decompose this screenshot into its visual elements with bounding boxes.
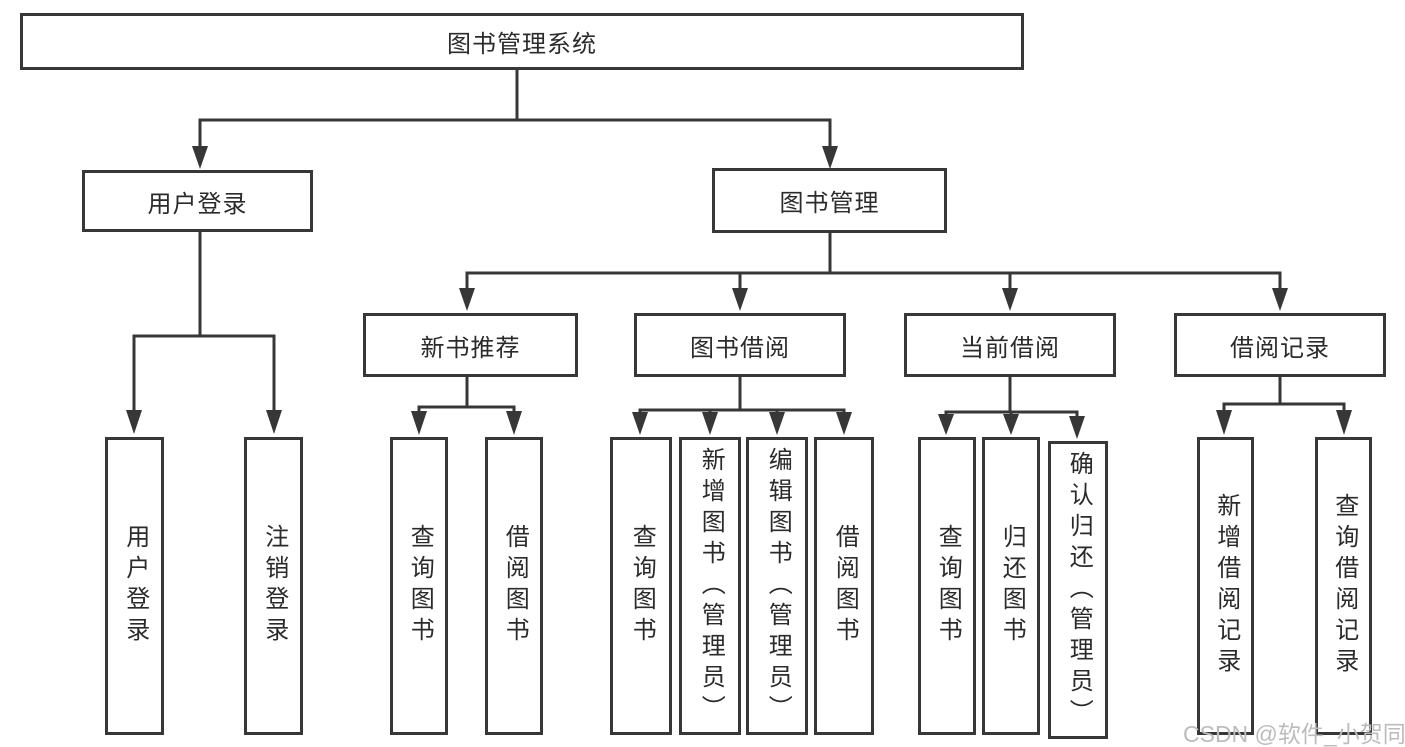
leaf-label: 借阅图书	[501, 524, 529, 648]
leaf-label: 确认归还（管理员）	[1065, 450, 1093, 730]
leaf-add-books-admin: 新增图书（管理员）	[679, 437, 741, 735]
node-book-management: 图书管理	[712, 168, 947, 233]
leaf-label: 新增借阅记录	[1212, 493, 1240, 679]
node-current-borrow: 当前借阅	[904, 313, 1116, 377]
csdn-watermark: CSDN @软件_小贺同学	[1183, 721, 1405, 747]
leaf-user-login: 用户登录	[105, 437, 164, 735]
leaf-edit-books-admin: 编辑图书（管理员）	[746, 437, 808, 735]
node-borrow-records: 借阅记录	[1174, 313, 1386, 377]
leaf-label: 新增图书（管理员）	[697, 446, 725, 726]
leaf-return-books: 归还图书	[982, 437, 1040, 735]
leaf-query-borrow-record: 查询借阅记录	[1315, 437, 1372, 735]
node-user-login: 用户登录	[82, 170, 313, 232]
node-new-book-recommend: 新书推荐	[363, 313, 578, 377]
leaf-borrow-books-recommend: 借阅图书	[485, 437, 543, 735]
node-root: 图书管理系统	[20, 13, 1024, 70]
leaf-label: 注销登录	[260, 524, 288, 648]
leaf-label: 查询图书	[628, 524, 656, 648]
leaf-label: 查询图书	[934, 524, 962, 648]
node-book-borrow: 图书借阅	[634, 313, 846, 377]
leaf-label: 归还图书	[998, 524, 1026, 648]
leaf-logout: 注销登录	[244, 437, 303, 735]
leaf-label: 查询借阅记录	[1330, 493, 1358, 679]
leaf-query-books-current: 查询图书	[918, 437, 976, 735]
leaf-borrow-books: 借阅图书	[814, 437, 874, 735]
leaf-label: 编辑图书（管理员）	[764, 446, 792, 726]
leaf-label: 借阅图书	[831, 524, 859, 648]
leaf-add-borrow-record: 新增借阅记录	[1197, 437, 1254, 735]
leaf-query-books-borrow: 查询图书	[610, 437, 672, 735]
leaf-label: 用户登录	[121, 524, 149, 648]
leaf-label: 查询图书	[406, 524, 434, 648]
leaf-query-books-recommend: 查询图书	[390, 437, 448, 735]
leaf-confirm-return-admin: 确认归还（管理员）	[1048, 441, 1108, 739]
